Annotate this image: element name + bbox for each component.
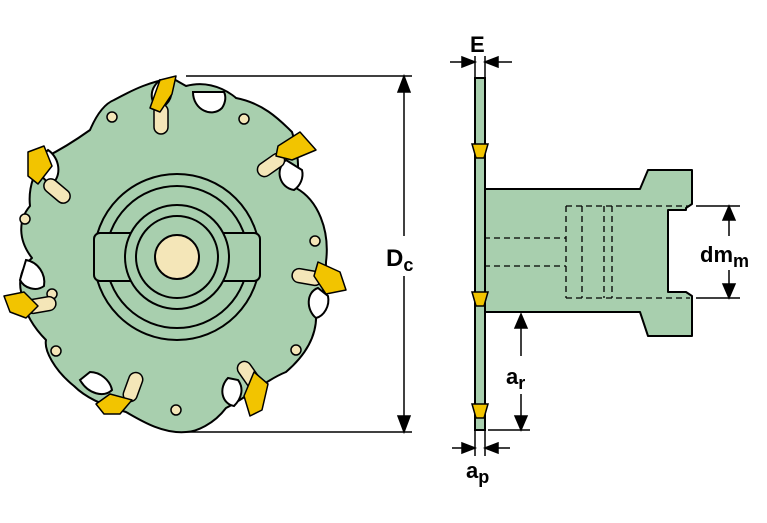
ap-dimension: [452, 430, 510, 456]
ar-label: ar: [506, 364, 525, 393]
center-bore: [154, 234, 200, 280]
ar-dimension: [488, 312, 530, 432]
cutter-front-view: Dc: [3, 73, 413, 435]
hidden-lines: [484, 205, 690, 299]
bolt-holes: [19, 111, 321, 416]
ap-label: ap: [466, 458, 489, 487]
cutter-disc-side: [474, 77, 486, 431]
dmm-dimension: [696, 204, 740, 300]
hub-inner-ring-2: [135, 215, 219, 299]
dc-dimension: [186, 73, 412, 435]
e-label: E: [470, 32, 485, 57]
e-dimension: [450, 55, 512, 78]
dmm-label: dmm: [700, 242, 749, 271]
arbor-body: [483, 169, 693, 337]
cutter-side-view: E dmm ar ap: [450, 32, 749, 487]
dc-label: Dc: [386, 245, 413, 275]
inserts: [3, 75, 347, 417]
side-inserts: [471, 143, 489, 419]
